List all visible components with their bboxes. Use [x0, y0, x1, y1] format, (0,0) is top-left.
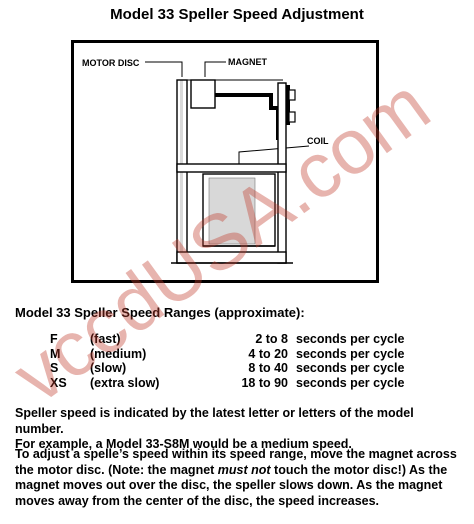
range-value: 2 to 8 [255, 332, 288, 346]
page-title: Model 33 Speller Speed Adjustment [110, 6, 364, 23]
range-value: 4 to 20 [248, 346, 288, 361]
range-unit: seconds per cycle [296, 375, 405, 390]
paragraph-line: For example, a Model 33-S8M would be a m… [15, 437, 352, 451]
paragraph-text: touch the motor disc!) As the [270, 462, 448, 477]
speed-indication-paragraph: Speller speed is indicated by the latest… [15, 406, 465, 453]
range-unit: seconds per cycle [296, 346, 405, 361]
emphasis-text: must not [217, 462, 271, 477]
range-code: S [50, 361, 59, 375]
base [176, 251, 287, 264]
leader-motor-disc [145, 61, 183, 77]
paragraph-line: To adjust a spelle’s speed within its sp… [15, 447, 457, 461]
paragraph-line: magnet moves out over the disc, the spel… [15, 478, 443, 492]
right-column [277, 82, 287, 264]
range-row: S (slow) 8 to 40 seconds per cycle [50, 361, 410, 376]
label-magnet: MAGNET [228, 57, 267, 67]
range-unit: seconds per cycle [296, 332, 405, 346]
magnet-block [190, 79, 216, 109]
range-row: F (fast) 2 to 8 seconds per cycle [50, 332, 410, 347]
range-value: 18 to 90 [241, 375, 288, 390]
speed-ranges-table: F (fast) 2 to 8 seconds per cycle M (med… [50, 332, 410, 390]
range-code: F [50, 332, 58, 346]
cross-member [176, 163, 287, 173]
range-name: (fast) [90, 332, 121, 346]
range-code: XS [50, 375, 67, 390]
range-unit: seconds per cycle [296, 361, 405, 375]
range-value: 8 to 40 [248, 361, 288, 375]
paragraph-text: the motor disc. (Note: the magnet [15, 462, 218, 477]
leader-magnet [204, 61, 226, 77]
paragraph-line: the motor disc. (Note: the magnet must n… [15, 463, 465, 479]
range-row: XS (extra slow) 18 to 90 seconds per cyc… [50, 376, 410, 391]
paragraph-line: Speller speed is indicated by the latest… [15, 406, 414, 436]
paragraph-line: moves away from the center of the disc, … [15, 493, 380, 508]
adjustment-paragraph: To adjust a spelle’s speed within its sp… [15, 447, 465, 509]
label-motor-disc: MOTOR DISC [82, 58, 140, 68]
range-name: (extra slow) [90, 375, 160, 390]
range-code: M [50, 346, 61, 361]
range-row: M (medium) 4 to 20 seconds per cycle [50, 347, 410, 362]
label-coil: COIL [307, 136, 329, 146]
range-name: (medium) [90, 346, 147, 361]
range-name: (slow) [90, 361, 127, 375]
speed-ranges-heading: Model 33 Speller Speed Ranges (approxima… [15, 305, 305, 320]
speller-diagram: MOTOR DISC MAGNET COIL [71, 40, 379, 283]
